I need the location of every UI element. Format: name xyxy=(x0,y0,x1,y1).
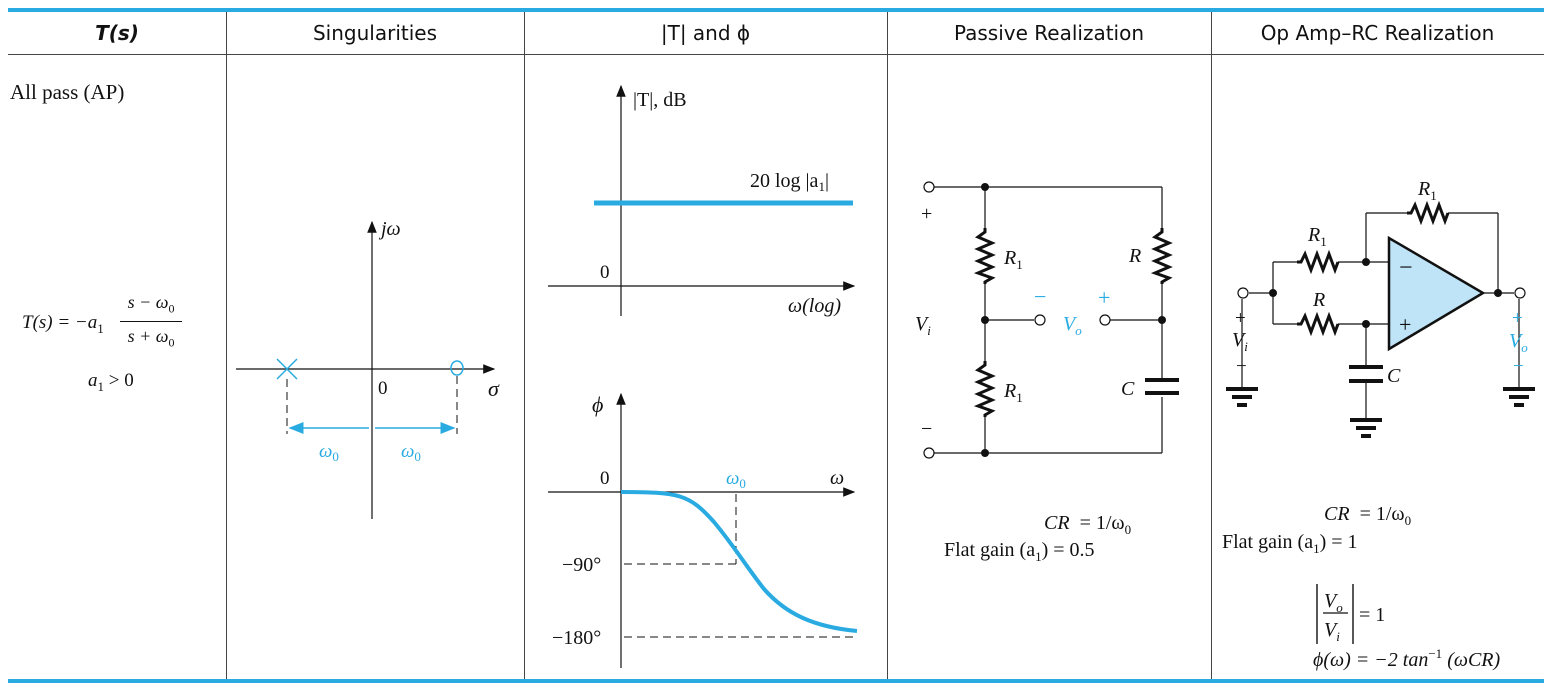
vi-opamp-label: Vi xyxy=(1232,329,1248,354)
svg-text:= 1: = 1 xyxy=(1359,604,1385,626)
pole-zero-plot: jω σ 0 ω0 ω0 xyxy=(236,218,500,519)
gain-ratio-equation: Vo Vi = 1 xyxy=(1316,584,1385,644)
opamp-triangle xyxy=(1387,235,1486,352)
column-divider-3 xyxy=(887,12,888,679)
resistor-r1-input xyxy=(1297,249,1340,275)
r1-input-label: R1 xyxy=(1307,224,1327,249)
header-opamp-realization: Op Amp–RC Realization xyxy=(1260,21,1495,45)
response-plots: |T|, dB 0 ω(log) 20 log |a1| ϕ 0 ω ω0 −9… xyxy=(548,84,858,668)
passive-terminals xyxy=(923,181,1111,459)
column-divider-2 xyxy=(524,12,525,679)
resistor-r1-top xyxy=(973,228,996,284)
x-mark-icon xyxy=(276,358,298,380)
vo-opamp-label: Vo xyxy=(1509,330,1528,355)
vo-minus-opamp-label: − xyxy=(1513,356,1524,377)
phase-w0-label: ω0 xyxy=(726,468,746,491)
opamp-plus-input: + xyxy=(1399,312,1411,337)
svg-text:Vo: Vo xyxy=(1324,590,1343,615)
opamp-cr-equation: CR= 1/ω0 xyxy=(1324,503,1411,528)
vi-label: Vi xyxy=(915,313,931,338)
ground-icon xyxy=(1350,418,1382,438)
resistor-r1-feedback xyxy=(1407,200,1450,226)
capacitor-c-opamp xyxy=(1349,365,1383,383)
transfer-function-denominator: s + ω0 xyxy=(127,326,175,350)
ground-icon-input xyxy=(1226,387,1258,407)
phase-zero-label: 0 xyxy=(600,468,610,489)
magnitude-zero-label: 0 xyxy=(600,262,610,283)
resistor-r-input xyxy=(1297,311,1340,337)
header-singularities: Singularities xyxy=(312,21,437,45)
opamp-minus-input: − xyxy=(1399,255,1413,281)
c-opamp-label: C xyxy=(1387,365,1401,387)
c-label: C xyxy=(1121,378,1135,400)
magnitude-axis-label: |T|, dB xyxy=(633,89,687,111)
distance-right-label: ω0 xyxy=(401,441,421,464)
passive-wires xyxy=(933,186,1163,454)
jw-axis-label: jω xyxy=(378,218,401,240)
vi-minus-label: − xyxy=(1236,356,1247,377)
sigma-axis-label: σ xyxy=(488,376,500,401)
header-divider xyxy=(8,54,1544,55)
input-plus-label: + xyxy=(921,203,932,225)
bottom-rule xyxy=(8,679,1544,683)
minus-180-label: −180° xyxy=(552,627,601,649)
header-magnitude-phase: |T| and ϕ xyxy=(660,21,751,45)
ground-icon-output xyxy=(1503,387,1535,407)
r-input-label: R xyxy=(1312,289,1325,311)
distance-left-label: ω0 xyxy=(319,441,339,464)
passive-flat-gain: Flat gain (a1) = 0.5 xyxy=(944,539,1095,564)
gain-condition: a1 > 0 xyxy=(88,370,134,394)
r1-bottom-label: R1 xyxy=(1003,380,1023,405)
opamp-wires xyxy=(1241,212,1520,420)
phase-curve xyxy=(620,490,858,633)
magnitude-frequency-label: ω(log) xyxy=(788,295,841,317)
capacitor-c xyxy=(1145,378,1179,395)
opamp-flat-gain: Flat gain (a1) = 1 xyxy=(1222,531,1358,556)
header-passive-realization: Passive Realization xyxy=(953,21,1145,45)
input-minus-label: − xyxy=(921,418,932,440)
passive-junctions xyxy=(981,183,1166,457)
opamp-junctions xyxy=(1269,258,1502,328)
svg-text:Vi: Vi xyxy=(1324,619,1340,644)
resistor-r xyxy=(1150,228,1173,284)
circle-icon xyxy=(450,360,464,376)
passive-circuit: + − Vi R1 R1 R C − + Vo CR= 1/ω0 Flat ga… xyxy=(915,181,1179,564)
origin-label: 0 xyxy=(378,378,388,399)
vo-plus-opamp-label: + xyxy=(1512,308,1523,329)
minus-90-label: −90° xyxy=(562,554,601,576)
vo-plus-label: + xyxy=(1098,285,1110,310)
r1-top-label: R1 xyxy=(1003,247,1023,272)
column-divider-1 xyxy=(226,12,227,679)
phase-frequency-label: ω xyxy=(830,467,844,489)
magnitude-level-label: 20 log |a1| xyxy=(750,170,829,194)
resistor-r1-bottom xyxy=(973,361,996,417)
vo-label: Vo xyxy=(1063,313,1082,338)
opamp-circuit: − + R1 R1 xyxy=(1222,178,1535,671)
phase-axis-label: ϕ xyxy=(592,392,603,417)
filter-name: All pass (AP) xyxy=(10,80,125,104)
column-divider-4 xyxy=(1211,12,1212,679)
passive-cr-equation: CR= 1/ω0 xyxy=(1044,512,1131,537)
r-label: R xyxy=(1128,245,1141,267)
transfer-function-numerator: s − ω0 xyxy=(127,292,175,316)
opamp-terminals xyxy=(1237,287,1526,299)
transfer-function-lhs: T(s) = −a1 xyxy=(22,312,104,336)
vi-plus-label: + xyxy=(1235,308,1246,329)
fraction-bar xyxy=(120,321,182,322)
r1-feedback-label: R1 xyxy=(1417,178,1437,203)
top-rule xyxy=(8,8,1544,12)
phase-equation: ϕ(ω) = −2 tan−1 (ωCR) xyxy=(1313,646,1501,671)
header-ts: T(s) xyxy=(95,21,139,45)
vo-minus-label: − xyxy=(1034,284,1046,309)
